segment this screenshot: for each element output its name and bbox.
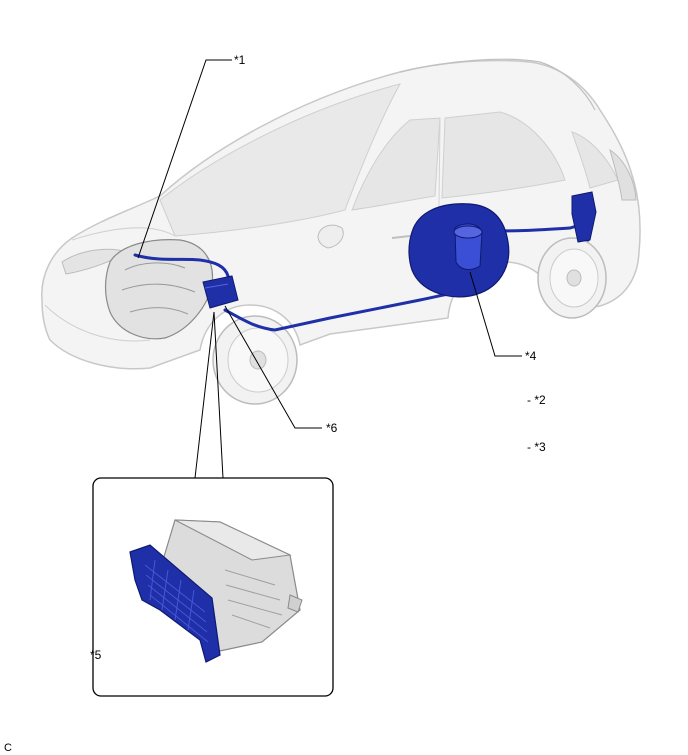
fuel-line-to-engine bbox=[133, 253, 230, 278]
side-mirror bbox=[317, 224, 344, 249]
vehicle-illustration bbox=[41, 58, 641, 405]
rear-door-window bbox=[441, 111, 566, 199]
fuel-tank bbox=[408, 203, 510, 298]
callout-label-5: *5 bbox=[90, 648, 102, 662]
fuel-filler-neck bbox=[571, 191, 597, 243]
rear-wheel bbox=[537, 237, 607, 319]
callout-label-2: - *2 bbox=[527, 393, 546, 407]
front-door-window bbox=[351, 117, 441, 211]
door-handle bbox=[391, 235, 411, 239]
front-bumper-line bbox=[44, 304, 151, 342]
ecu-bracket-tab bbox=[287, 594, 303, 613]
engine-block bbox=[104, 239, 214, 340]
roof-line bbox=[399, 58, 596, 111]
ecu-connector-grid bbox=[144, 559, 209, 643]
zoom-line-right bbox=[213, 311, 224, 479]
tail-lamp bbox=[609, 148, 637, 201]
callout-label-4: *4 bbox=[525, 349, 537, 363]
ecu-case-ribs bbox=[224, 569, 283, 629]
figure-code: C bbox=[4, 742, 12, 754]
leader-6 bbox=[224, 305, 322, 429]
callout-label-3: - *3 bbox=[527, 440, 546, 454]
engine-assembly bbox=[104, 239, 214, 340]
ecu-in-vehicle bbox=[202, 275, 239, 309]
hood-crease bbox=[71, 227, 176, 241]
engine-detail bbox=[121, 262, 196, 315]
windshield bbox=[159, 83, 402, 237]
detail-inset bbox=[92, 477, 334, 697]
callout-label-1: *1 bbox=[234, 53, 246, 67]
fuel-pump-flange bbox=[453, 225, 483, 239]
leader-lines bbox=[115, 59, 522, 656]
zoom-line-left bbox=[194, 311, 215, 479]
callout-label-6: *6 bbox=[326, 421, 338, 435]
ecu-case-top bbox=[174, 519, 292, 561]
ecu-connector-plate bbox=[129, 544, 221, 663]
front-wheel bbox=[212, 315, 298, 405]
leader-4 bbox=[469, 271, 522, 357]
leader-1 bbox=[137, 59, 232, 259]
callout-labels: *1 *4 - *2 *6 - *3 *5 C bbox=[4, 53, 546, 754]
